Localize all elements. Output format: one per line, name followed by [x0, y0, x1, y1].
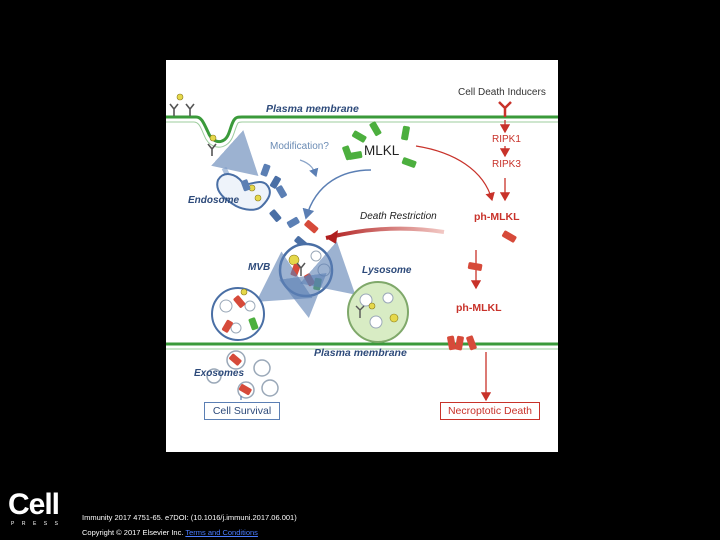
label-cell-death-inducers: Cell Death Inducers	[458, 88, 546, 98]
receptor-icon	[186, 104, 194, 116]
label-modification: Modification?	[270, 142, 329, 152]
label-ph-mlkl-1: ph-MLKL	[474, 212, 519, 223]
diagram-graphics	[166, 60, 558, 452]
death-receptor-icon	[499, 102, 511, 117]
label-plasma-membrane-top: Plasma membrane	[266, 104, 359, 115]
terms-and-conditions-link[interactable]: Terms and Conditions	[185, 528, 258, 537]
label-death-restriction: Death Restriction	[360, 212, 437, 222]
label-endosome: Endosome	[188, 196, 239, 206]
copyright-text: Copyright © 2017 Elsevier Inc.	[82, 528, 183, 537]
exosome-shape	[254, 360, 270, 376]
lysosome-shape	[348, 282, 408, 342]
label-plasma-membrane-bottom: Plasma membrane	[314, 348, 407, 359]
outcome-necroptotic-death: Necroptotic Death	[440, 402, 540, 420]
label-ripk3: RIPK3	[492, 160, 521, 170]
label-mvb: MVB	[248, 263, 270, 273]
receptor-icon	[170, 104, 178, 116]
logo-cell-text: Cell	[8, 490, 59, 520]
death-restriction-arrow	[326, 229, 444, 238]
label-lysosome: Lysosome	[362, 266, 411, 276]
cell-press-logo: Cell PRESS	[8, 490, 68, 530]
label-ph-mlkl-2: ph-MLKL	[456, 303, 501, 314]
mlkl-pathway-diagram: Plasma membrane Cell Death Inducers Modi…	[166, 60, 558, 452]
copyright-line: Copyright © 2017 Elsevier Inc. Terms and…	[82, 529, 258, 537]
label-exosomes: Exosomes	[194, 369, 244, 379]
logo-press-text: PRESS	[11, 521, 65, 527]
citation-text: Immunity 2017 4751-65. e7DOI: (10.1016/j…	[82, 514, 297, 522]
label-mlkl: MLKL	[364, 144, 399, 158]
outcome-cell-survival: Cell Survival	[204, 402, 280, 420]
exosome-shape	[262, 380, 278, 396]
label-ripk1: RIPK1	[492, 135, 521, 145]
